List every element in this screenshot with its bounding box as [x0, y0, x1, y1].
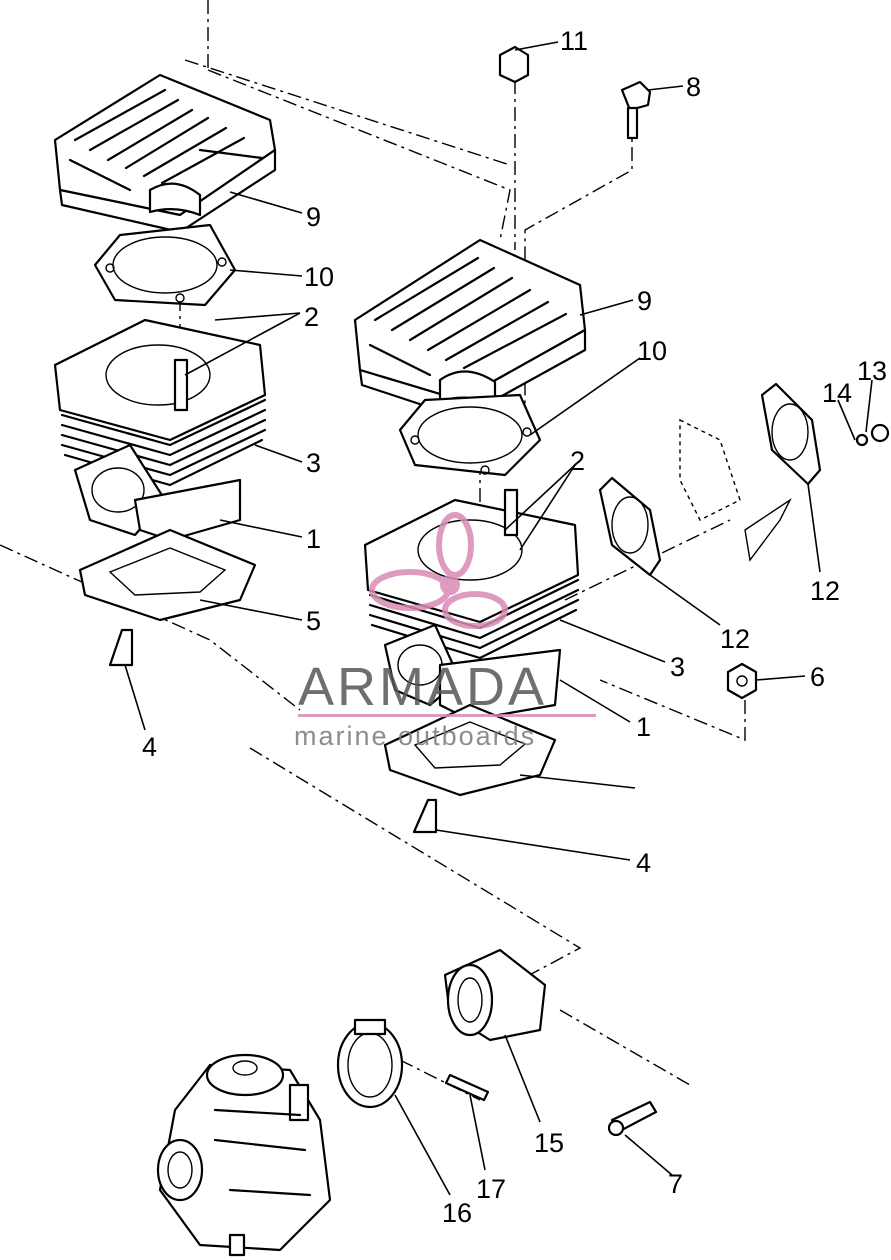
callout-12-middle: 12	[720, 624, 750, 654]
callout-17: 17	[476, 1174, 506, 1204]
callout-14: 14	[822, 378, 852, 408]
callout-10-left: 10	[304, 262, 334, 292]
watermark-propeller-logo	[369, 512, 508, 629]
bolt-8	[620, 80, 652, 140]
bolt-7	[607, 1100, 658, 1137]
head-gasket-left	[93, 223, 237, 307]
callout-1-left: 1	[306, 524, 321, 554]
head-gasket-right	[398, 393, 542, 477]
callout-9-right: 9	[637, 286, 652, 316]
callout-8: 8	[686, 72, 701, 102]
callout-11: 11	[560, 26, 588, 56]
cylinder-head-left	[53, 73, 277, 234]
callout-12-right: 12	[810, 576, 840, 606]
watermark-rule	[298, 714, 596, 717]
callout-7: 7	[668, 1169, 683, 1199]
exhaust-gasket-right	[760, 382, 822, 486]
callout-13: 13	[857, 356, 887, 386]
callout-1-right: 1	[636, 712, 651, 742]
base-gasket-right	[383, 703, 557, 797]
clamp-16	[336, 1018, 404, 1109]
screw-17	[444, 1073, 490, 1102]
callout-10-right: 10	[637, 336, 667, 366]
nut-6	[726, 662, 758, 700]
carburetor	[156, 1053, 332, 1257]
stud-left	[108, 628, 134, 667]
cylinder-left	[53, 318, 267, 542]
callout-5: 5	[306, 606, 321, 636]
callout-2-left: 2	[304, 302, 319, 332]
cylinder-right	[363, 488, 580, 722]
callout-2-right: 2	[570, 446, 585, 476]
exhaust-gasket-middle	[598, 476, 662, 577]
intake-manifold-15	[443, 948, 547, 1042]
plug-13	[870, 423, 890, 443]
watermark: ARMADA marine outboards	[294, 512, 596, 751]
callout-3-right: 3	[670, 652, 685, 682]
callout-labels: 11 8 9 10 2 9 10 13 14 3 2 1 5 12 12 3 6…	[142, 26, 887, 1228]
washer-14	[855, 433, 869, 447]
callout-16: 16	[442, 1198, 472, 1228]
leader-lines	[124, 41, 873, 1196]
cylinder-head-right	[353, 238, 587, 420]
callout-9-left: 9	[306, 202, 321, 232]
stud-right	[412, 798, 438, 834]
watermark-brand: ARMADA	[298, 657, 547, 717]
callout-4-left: 4	[142, 732, 157, 762]
callout-3-left: 3	[306, 448, 321, 478]
base-gasket-left	[78, 528, 257, 622]
exhaust-cover-faded	[679, 418, 792, 562]
assembly-guide-lines	[0, 0, 746, 1101]
nut-11	[498, 45, 530, 84]
callout-4-right: 4	[636, 848, 651, 878]
callout-15: 15	[534, 1128, 564, 1158]
watermark-tagline: marine outboards	[294, 721, 536, 751]
callout-6: 6	[810, 662, 825, 692]
